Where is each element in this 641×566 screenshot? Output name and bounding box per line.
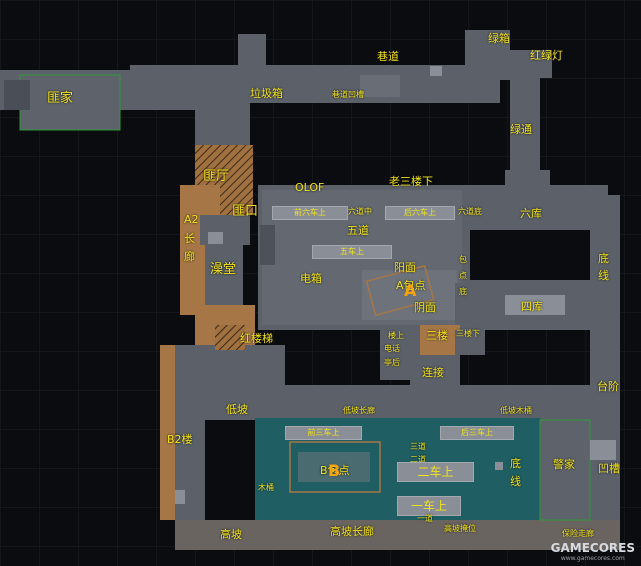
label-back-third-car-up: 后三车上	[440, 426, 514, 440]
label-third-floor: 三楼	[426, 329, 448, 342]
label-bottom-line-2: 线	[598, 269, 609, 282]
label-bandit-home: 匪家	[47, 91, 74, 106]
label-bandit-hall: 匪厅	[203, 169, 230, 184]
watermark-subtext: www.gamecores.com	[560, 555, 625, 562]
label-shady-side: 阴面	[414, 301, 436, 314]
label-traffic-light: 红绿灯	[530, 49, 563, 62]
label-groove: 凹槽	[598, 462, 620, 475]
floor-bandit-hall	[160, 100, 285, 520]
label-back-sixth-car-up: 后六车上	[385, 206, 455, 220]
label-six-back: 六道底	[458, 207, 482, 216]
label-olof: OLOF	[295, 181, 325, 194]
label-a2-corridor: 廊	[184, 250, 195, 263]
label-sunny-side: 阳面	[394, 261, 416, 274]
label-third-floor-down: 三楼下	[456, 329, 480, 338]
label-steps: 台阶	[597, 380, 619, 393]
label-alley: 巷道	[377, 50, 399, 63]
label-building-up: 楼上	[388, 331, 404, 340]
label-fifth-road: 五道	[347, 224, 369, 237]
floor-top-corridor	[0, 30, 552, 188]
label-wood-bucket: 木桶	[258, 483, 274, 492]
label-front-third-car-up: 前三车上	[285, 426, 362, 440]
label-electric-tower: 电话	[384, 344, 400, 353]
watermark-text: GAMECORES	[550, 541, 635, 555]
label-low-slope-wood-bucket: 低坡木桶	[500, 406, 532, 415]
label-green-box: 绿箱	[488, 32, 510, 45]
label-electric-box: 电箱	[300, 272, 322, 285]
label-bottom-line-b-1: 底	[510, 457, 521, 470]
watermark-logo: GAMECORES www.gamecores.com	[551, 541, 635, 562]
label-package-point-2: 点	[459, 271, 467, 280]
label-six-mid: 六道中	[348, 207, 372, 216]
a-site-marker-shape	[365, 264, 435, 317]
label-trash-box: 垃圾箱	[250, 87, 283, 100]
label-second-car-up: 二车上	[397, 462, 474, 482]
label-connect: 连接	[422, 366, 444, 379]
b-site-letter: B	[328, 461, 341, 480]
label-second-road: 二道	[410, 455, 426, 464]
label-low-slope: 低坡	[226, 403, 248, 416]
label-fourth-garage: 四库	[521, 300, 543, 313]
label-bandit-mouth: 匪口	[232, 204, 259, 219]
label-package-point-3: 底	[459, 287, 467, 296]
label-old-third-floor-down: 老三楼下	[389, 175, 433, 188]
label-bath: 澡堂	[210, 262, 237, 277]
label-police-home: 警家	[553, 458, 575, 471]
label-bottom-line-1: 底	[598, 252, 609, 265]
label-first-car-up: 一车上	[397, 496, 461, 516]
label-low-slope-long-hall: 低坡长廊	[343, 406, 375, 415]
label-a2: A2	[184, 213, 199, 226]
a-site-letter: A	[404, 281, 417, 300]
label-high-slope-long-hall: 高坡长廊	[330, 525, 374, 538]
label-first-road: 一道	[417, 514, 433, 523]
label-alley-pit: 巷道凹槽	[332, 90, 364, 99]
label-high-slope: 高坡	[220, 528, 242, 541]
label-li-back: 亭后	[384, 358, 400, 367]
label-a2-long: 长	[184, 232, 195, 245]
label-sixth-garage: 六库	[520, 207, 542, 220]
label-b-site: B包点	[320, 464, 350, 477]
label-front-sixth-car-up: 前六车上	[272, 206, 348, 220]
label-third-road: 三道	[410, 442, 426, 451]
label-b2-building: B2楼	[167, 433, 193, 446]
label-a-site: A包点	[396, 279, 426, 292]
label-high-slope-cover: 高坡掩位	[444, 524, 476, 533]
label-bottom-line-b-2: 线	[510, 475, 521, 488]
label-fifth-car-up: 五车上	[312, 245, 392, 259]
label-green-passage: 绿通	[510, 123, 532, 136]
label-package-point-1: 包	[459, 255, 467, 264]
label-red-stairs: 红楼梯	[240, 332, 273, 345]
label-police-entrance: 保险走廊	[562, 529, 594, 538]
